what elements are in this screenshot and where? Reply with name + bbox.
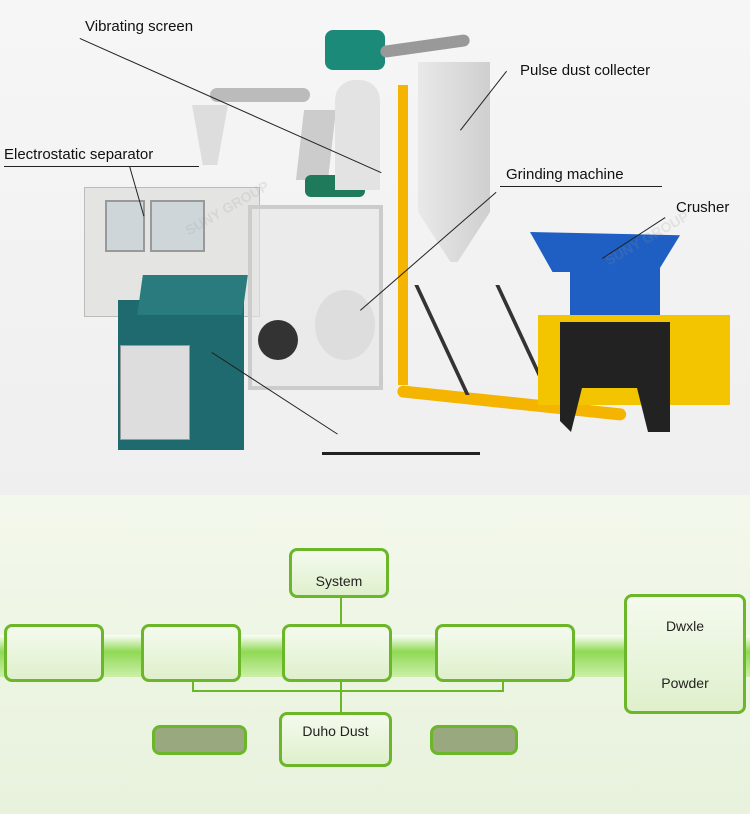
motor [258, 320, 298, 360]
control-panel [137, 275, 248, 315]
connector [192, 680, 194, 692]
output-powder-label: Powder [661, 674, 709, 691]
vibrating-screen [296, 110, 336, 180]
leader-line [500, 186, 662, 187]
dust-label: Duho Dust [302, 723, 369, 739]
hopper [335, 80, 380, 190]
label-vibrating-screen: Vibrating screen [85, 18, 194, 35]
side-box-left [152, 725, 247, 755]
yellow-pipe [398, 85, 408, 385]
process-box-4 [435, 624, 575, 682]
label-pulse-dust-collector: Pulse dust collecter [520, 62, 651, 79]
duct-pipe [210, 88, 310, 102]
pulse-dust-collector [418, 62, 490, 262]
leader-line [4, 166, 199, 167]
floor-cable [322, 452, 480, 455]
connector [502, 680, 504, 692]
separator-window [150, 200, 205, 252]
output-top-label: Dwxle [665, 617, 705, 634]
side-box-right [430, 725, 518, 755]
process-box-1 [4, 624, 104, 682]
connector [340, 680, 342, 712]
system-box: System [289, 548, 389, 598]
grinding-machine [315, 290, 375, 360]
stairs [414, 285, 551, 395]
vent-pipe [379, 33, 471, 59]
dust-box: Duho Dust [279, 712, 392, 767]
label-crusher: Crusher [676, 199, 730, 216]
process-box-3 [282, 624, 392, 682]
connector [192, 690, 504, 692]
output-box: Dwxle Powder [624, 594, 746, 714]
label-grinding-machine: Grinding machine [506, 166, 624, 183]
cabinet-door [120, 345, 190, 440]
machine-photo: Vibrating screen Pulse dust collecter El… [0, 0, 750, 495]
connector [340, 596, 342, 626]
label-electrostatic-separator: Electrostatic separator [4, 146, 154, 163]
process-box-2 [141, 624, 241, 682]
fan [325, 30, 385, 70]
cyclone [192, 105, 228, 165]
separator-window [105, 200, 145, 252]
system-label: System [315, 573, 363, 589]
